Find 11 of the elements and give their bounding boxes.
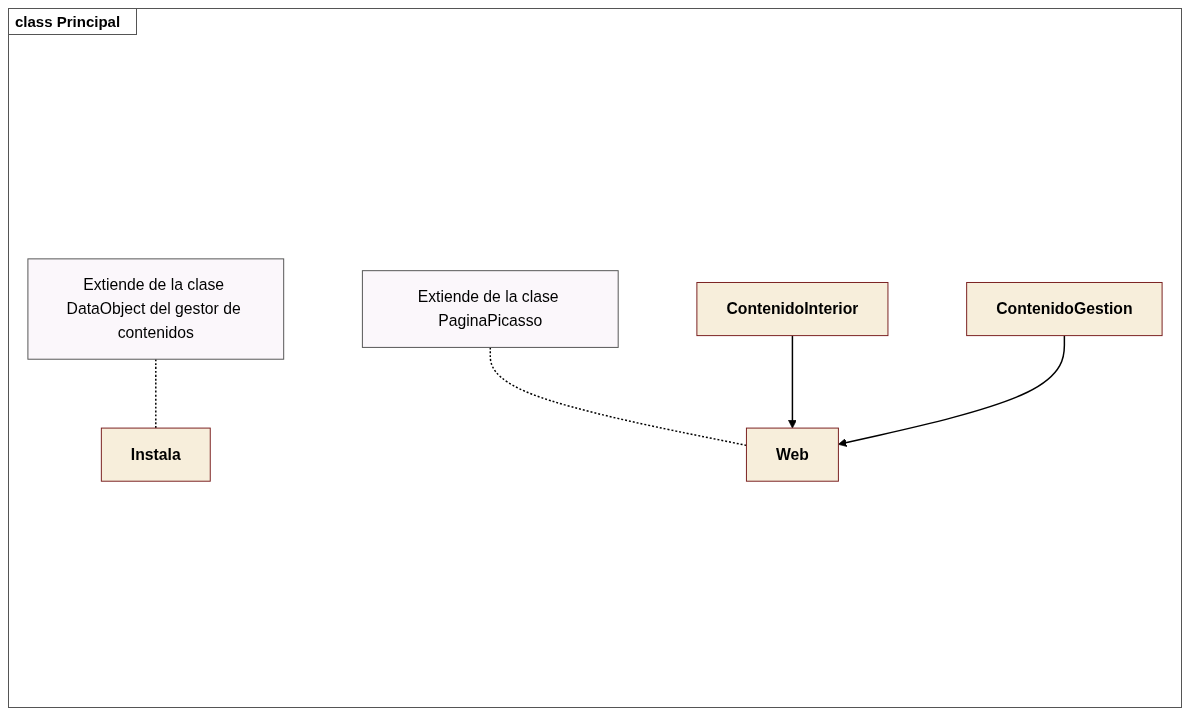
arrow [838, 334, 1066, 447]
arrow [788, 334, 797, 429]
node-box: Extiende de la clase PaginaPicasso [361, 270, 619, 348]
frame-title: class Principal [9, 9, 138, 35]
node-box: ContenidoGestion [966, 281, 1163, 337]
node-box: ContenidoInterior [696, 281, 889, 337]
node-box: Instala [100, 427, 211, 482]
connector [155, 358, 157, 429]
node-box: Extiende de la clase DataObject del gestor de contenidos [27, 258, 285, 360]
node-box: Web [745, 427, 839, 482]
connector [489, 346, 748, 447]
